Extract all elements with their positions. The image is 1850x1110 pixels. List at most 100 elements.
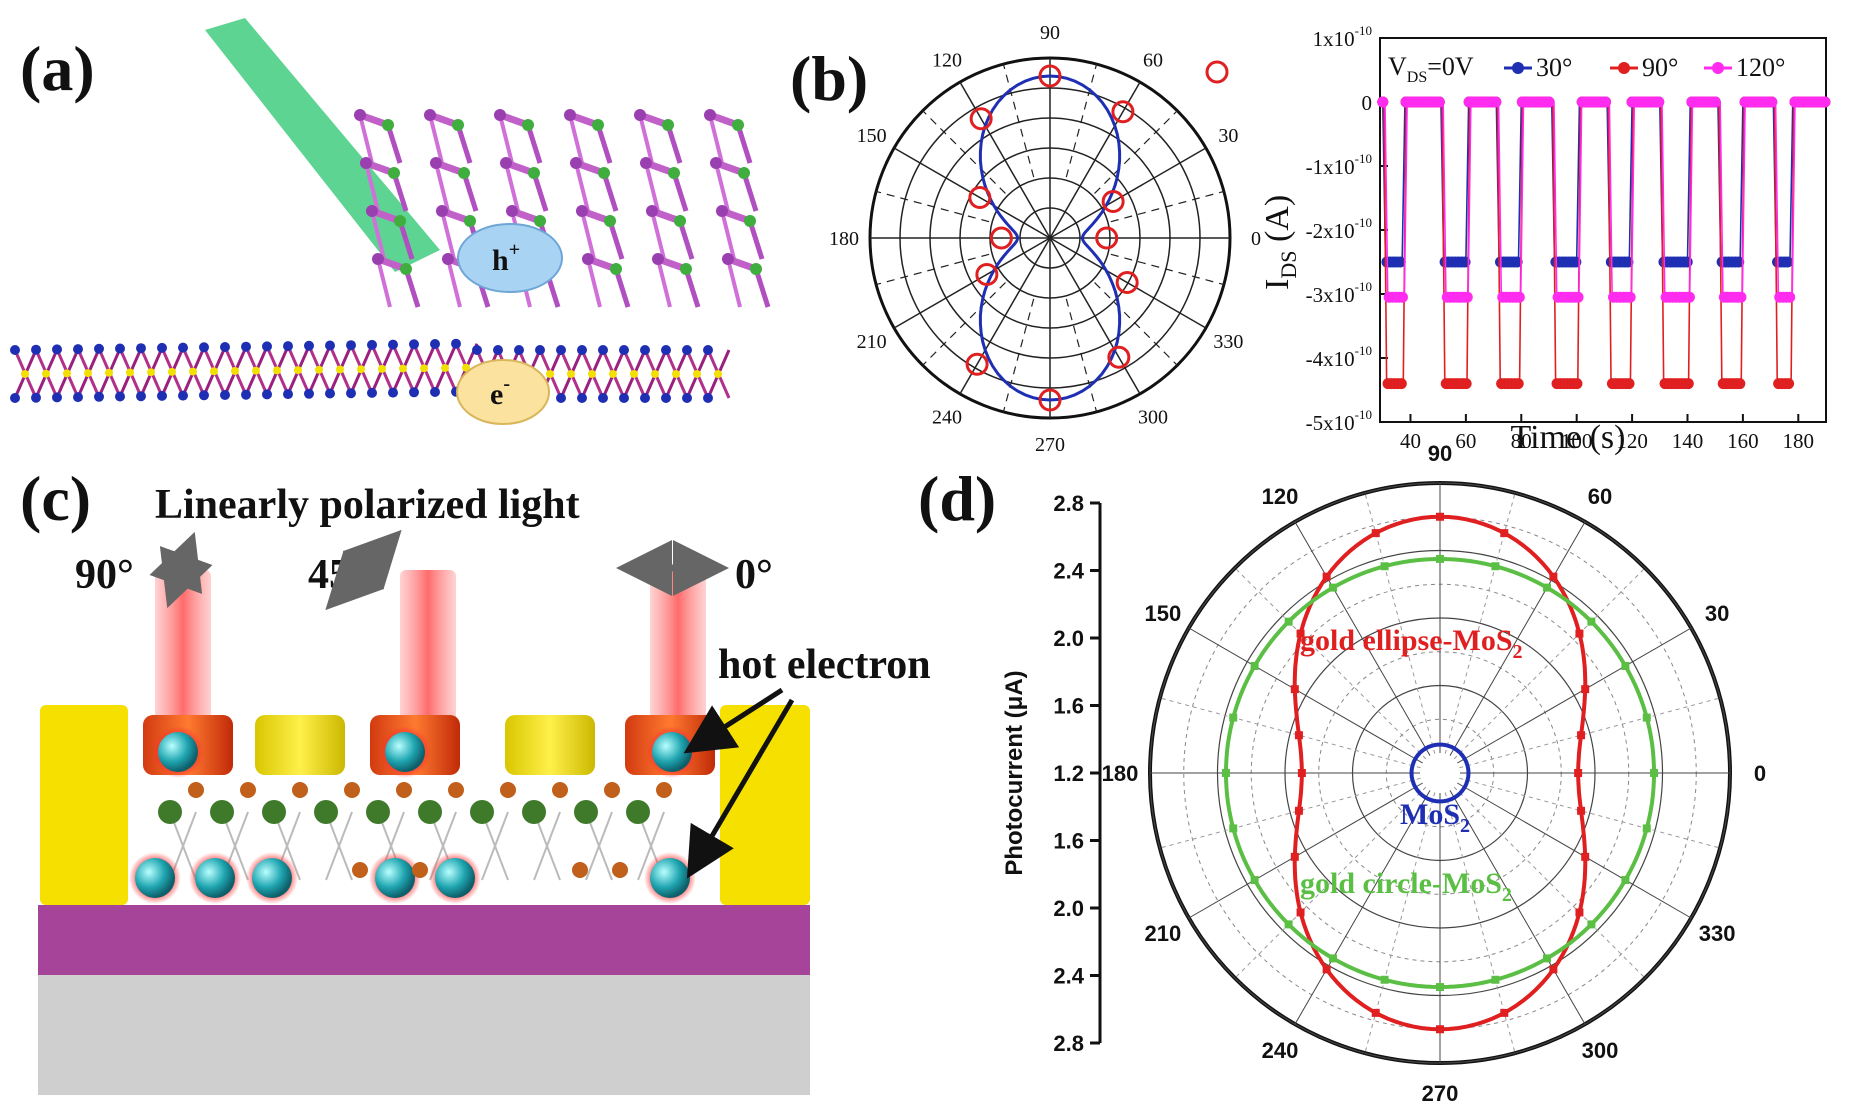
polar-d-data-point <box>1328 583 1337 592</box>
time-plot-frame <box>1379 37 1827 423</box>
atom <box>682 393 692 403</box>
polar-b-angle-label: 180 <box>829 228 859 250</box>
polar-d-angle-label: 270 <box>1422 1081 1459 1106</box>
atom <box>10 345 20 355</box>
atom <box>672 370 680 378</box>
angle-label-0: 0° <box>735 552 773 598</box>
atom <box>577 345 587 355</box>
atom <box>262 341 272 352</box>
series-label-main: MoS <box>1400 798 1460 831</box>
atom <box>147 368 155 377</box>
electron-carrier <box>456 359 550 425</box>
polar-b-angle-label: 90 <box>1040 22 1060 44</box>
light-beam <box>650 570 706 740</box>
data-point <box>1709 96 1721 108</box>
data-point <box>1683 291 1695 303</box>
x-tick-label: 40 <box>1400 429 1421 453</box>
polar-d-data-point <box>1221 769 1230 777</box>
bond <box>637 811 665 881</box>
polar-plot-d: 90603003303002702402101801501202.82.42.0… <box>1001 441 1766 1106</box>
polar-d-data-point <box>1294 806 1303 815</box>
polar-d-data-point <box>1621 661 1630 670</box>
atom <box>452 119 464 131</box>
data-point <box>1572 291 1584 303</box>
polar-b-spoke-minor <box>1002 298 1035 413</box>
atom <box>674 215 686 227</box>
atom <box>714 370 722 378</box>
bond <box>446 258 462 308</box>
legend-label: 120° <box>1736 53 1785 82</box>
polar-b-data-point <box>1111 100 1135 124</box>
polar-d-data-point <box>1543 583 1552 592</box>
atom <box>442 253 454 265</box>
legend-marker <box>1712 62 1724 74</box>
polar-d-spoke <box>1159 777 1421 849</box>
polar-d-data-point <box>1581 852 1590 861</box>
electron-sup: - <box>503 373 510 395</box>
polar-b-data-point <box>1101 190 1125 214</box>
atom <box>612 862 628 878</box>
bond <box>455 124 473 164</box>
atom <box>352 862 368 878</box>
bond <box>391 172 409 212</box>
data-point <box>1735 291 1747 303</box>
bond <box>481 811 509 881</box>
polar-d-data-point <box>1549 965 1558 974</box>
atom <box>388 339 398 350</box>
polar-d-data-point <box>1328 954 1337 963</box>
hole-sup: + <box>509 239 520 261</box>
y-tick-label: -5x10-10 <box>1306 407 1372 435</box>
hot-electron-ball <box>195 858 235 898</box>
atom <box>360 157 372 169</box>
bond <box>325 811 353 881</box>
polar-d-data-point <box>1577 731 1586 740</box>
x-tick-label: 140 <box>1672 429 1704 453</box>
pointer-arrow <box>683 687 784 754</box>
atom <box>357 365 365 374</box>
polar-b-spoke-minor <box>1094 282 1178 366</box>
atom <box>315 365 323 374</box>
polar-d-data-point <box>1491 562 1500 571</box>
polar-d-data-point <box>1543 954 1552 963</box>
bond <box>613 268 631 308</box>
series-label-0: gold ellipse-MoS2 <box>1300 624 1523 663</box>
light-beam <box>400 570 456 740</box>
series-line-1 <box>1380 101 1826 385</box>
atom <box>732 119 744 131</box>
polar-d-data-point <box>1581 685 1590 694</box>
bond <box>607 220 625 260</box>
hole-label: h <box>492 244 509 277</box>
atom <box>436 205 448 217</box>
atom <box>710 157 722 169</box>
polar-d-angle-label: 30 <box>1705 601 1729 626</box>
polar-b-angle-label: 30 <box>1218 125 1238 147</box>
polar-d-data-point <box>1436 554 1444 563</box>
atom <box>464 215 476 227</box>
atom <box>10 393 20 403</box>
atom <box>372 253 384 265</box>
polar-d-spoke <box>1457 782 1692 919</box>
polar-b-angle-label: 300 <box>1138 406 1168 428</box>
atom <box>704 109 716 121</box>
hot-electron-ball <box>652 732 692 772</box>
polar-d-data-point <box>1650 769 1659 777</box>
electron-label: e <box>490 378 503 411</box>
polar-b-data-point <box>1038 388 1062 412</box>
atom <box>441 364 449 372</box>
atom <box>500 782 516 798</box>
atom <box>592 119 604 131</box>
atom <box>294 366 302 375</box>
x-tick-label: 160 <box>1727 429 1759 453</box>
atom <box>750 263 762 275</box>
radial-tick-label: 2.8 <box>1053 1031 1084 1056</box>
atom <box>598 345 608 355</box>
y-tick-label: 1x10-10 <box>1313 23 1372 51</box>
data-point <box>1682 378 1694 390</box>
legend-label: 90° <box>1642 53 1678 82</box>
bond <box>370 210 386 260</box>
nanoantenna <box>255 715 345 775</box>
light-beam-green <box>205 18 440 272</box>
bond <box>498 114 514 164</box>
bond <box>708 114 724 164</box>
